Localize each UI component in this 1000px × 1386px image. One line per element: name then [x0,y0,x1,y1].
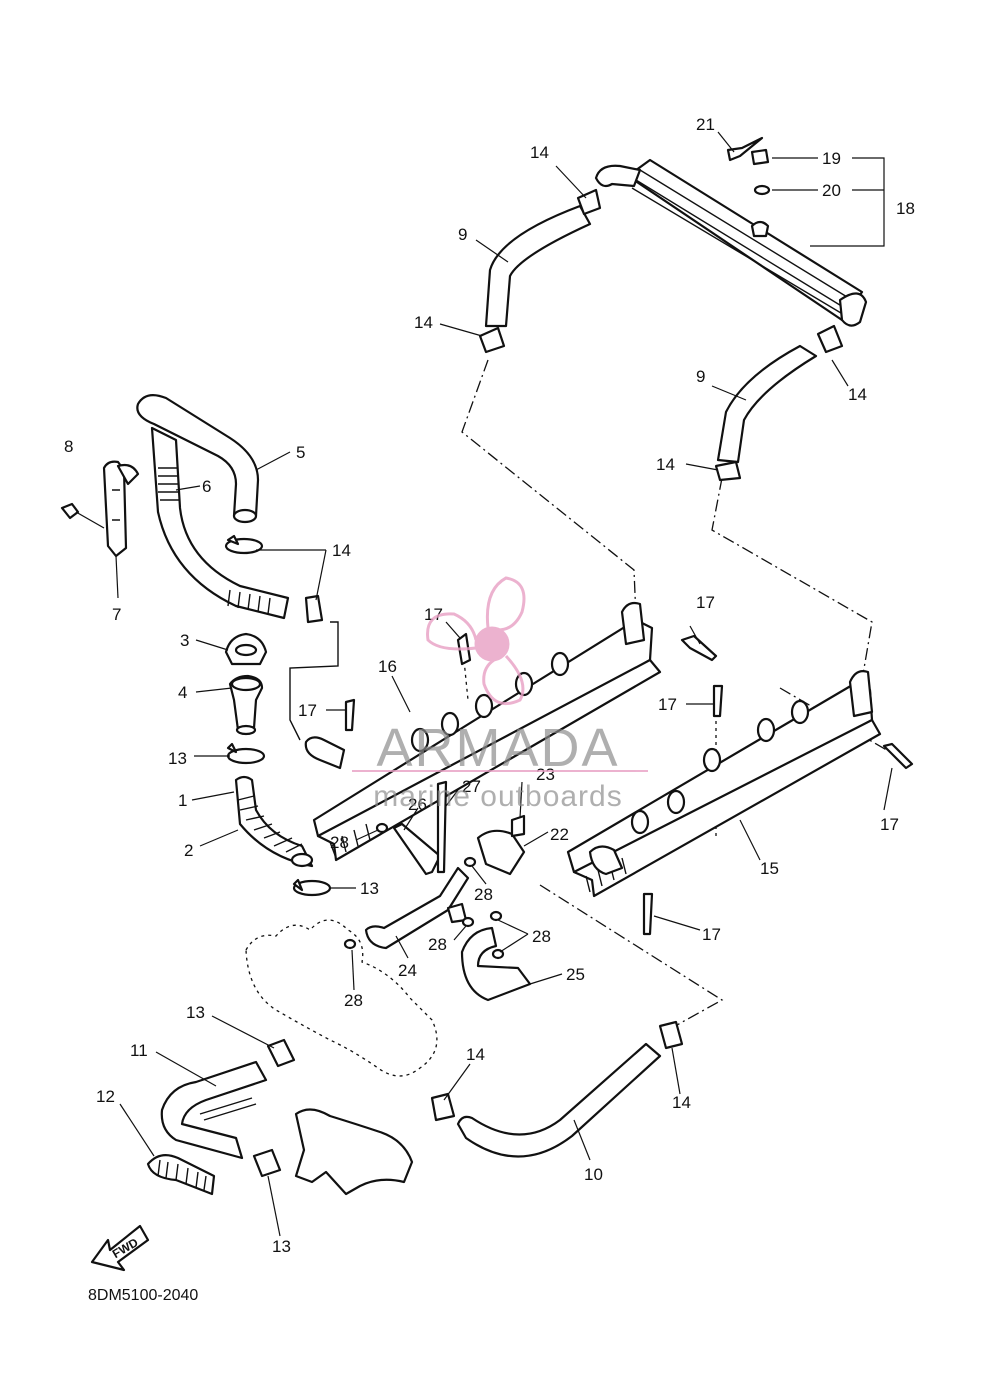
callout-28-d: 28 [532,927,551,946]
callout-labels: 1 2 3 4 5 6 7 8 9 9 10 11 12 13 13 13 13… [64,115,915,1256]
manifold-outline [294,1108,414,1196]
bolt-8 [60,502,105,529]
callout-8: 8 [64,437,73,456]
callout-13-b: 13 [360,879,379,898]
callout-14-a: 14 [530,143,549,162]
engine-outline [245,919,438,1077]
callout-4: 4 [178,683,187,702]
callout-12: 12 [96,1087,115,1106]
callout-26: 26 [408,795,427,814]
callout-28-e: 28 [344,991,363,1010]
callout-24: 24 [398,961,417,980]
cap-3 [224,632,268,666]
callout-1: 1 [178,791,187,810]
callout-17-d: 17 [658,695,677,714]
callout-20: 20 [822,181,841,200]
clamp-13-upper [226,742,266,765]
callout-14-e: 14 [332,541,351,560]
clamps-13-lower-left [252,1038,296,1178]
diagram-code: 8DM5100-2040 [88,1287,198,1304]
watermark-underline [352,770,648,772]
callout-25: 25 [566,965,585,984]
fasteners-19-20-21 [726,136,771,196]
callout-2: 2 [184,841,193,860]
callout-3: 3 [180,631,189,650]
callout-23: 23 [536,765,555,784]
callout-28-a: 28 [330,833,349,852]
callout-28-b: 28 [474,885,493,904]
callout-16: 16 [378,657,397,676]
callout-15: 15 [760,859,779,878]
callout-9-right: 9 [696,367,705,386]
rail-15 [566,670,882,898]
callout-22: 22 [550,825,569,844]
hose-5 [136,393,260,524]
hose-10 [430,1020,684,1158]
rivets-17 [344,632,914,936]
callout-19: 19 [822,149,841,168]
callout-17-e: 17 [880,815,899,834]
clamp-13-lower [292,878,332,897]
hose-1-2 [234,775,314,868]
callout-7: 7 [112,605,121,624]
hose-11 [160,1060,268,1160]
filler-neck-4 [228,674,264,736]
watermark: ARMADA marine outboards [352,576,648,813]
fwd-arrow: FWD [90,1224,150,1272]
propeller-logo-icon [426,576,526,705]
callout-14-f: 14 [466,1045,485,1064]
hose-12 [146,1153,216,1196]
callout-10: 10 [584,1165,603,1184]
leader-lines [115,131,893,1237]
callout-5: 5 [296,443,305,462]
callout-18: 18 [896,199,915,218]
callout-27: 27 [462,777,481,796]
cooler-assembly [594,158,868,327]
callout-9-upper: 9 [458,225,467,244]
callout-28-c: 28 [428,935,447,954]
callout-21: 21 [696,115,715,134]
hose-6 [150,426,290,620]
callout-11: 11 [130,1041,148,1060]
callout-17-b: 17 [696,593,715,612]
fittings-center [343,780,532,1002]
callout-13-c: 13 [186,1003,205,1022]
callout-14-c: 14 [848,385,867,404]
callout-17-c: 17 [298,701,317,720]
watermark-tagline: marine outboards [373,780,622,813]
bracket-7 [102,460,140,558]
callout-14-d: 14 [656,455,675,474]
callout-13-a: 13 [168,749,187,768]
rail-16 [304,601,662,862]
callout-14-b: 14 [414,313,433,332]
hose-9-right [714,324,844,482]
hose-9-upper [478,188,602,354]
callout-6: 6 [202,477,211,496]
callout-17-f: 17 [702,925,721,944]
callout-17-a: 17 [424,605,443,624]
watermark-brand: ARMADA [376,718,619,778]
callout-14-g: 14 [672,1093,691,1112]
clamp-14-left [224,534,264,555]
clamp-14-small [304,594,324,624]
callout-13-d: 13 [272,1237,291,1256]
